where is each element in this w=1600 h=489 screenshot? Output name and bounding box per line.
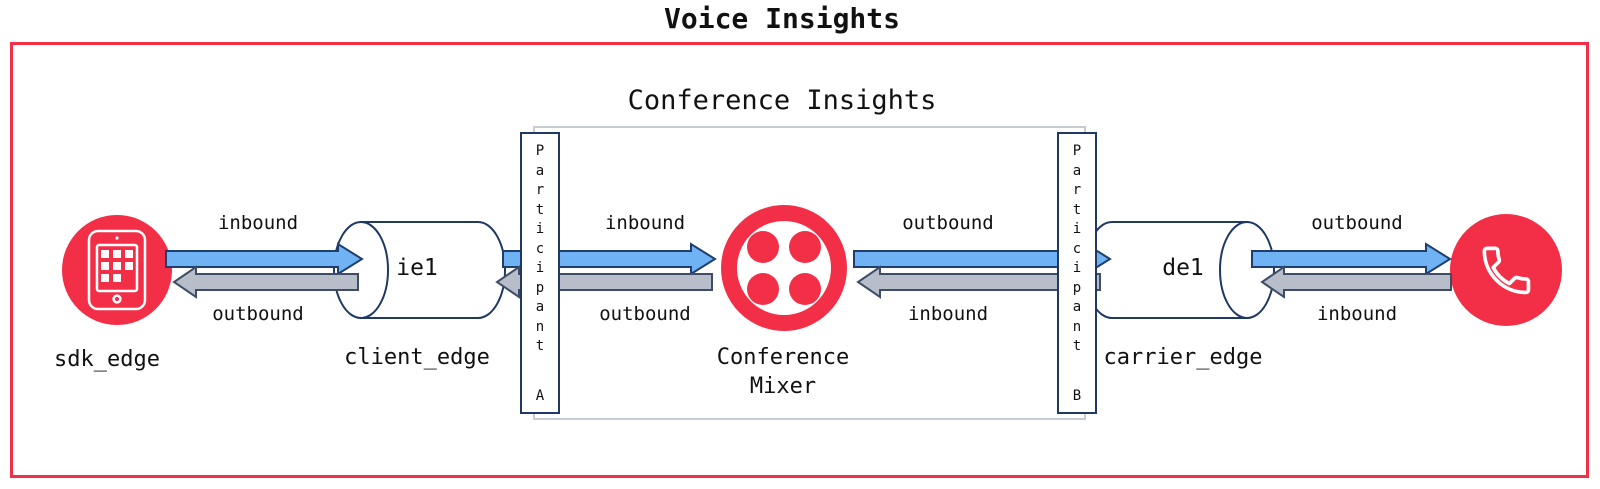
ie1-cylinder <box>333 221 506 319</box>
sdk-edge-label: sdk_edge <box>54 347 160 372</box>
tablet-keypad-icon <box>87 229 147 311</box>
inbound-arrow-carrier-to-de1 <box>1260 265 1452 299</box>
flow-label-carrier-endpoint-inbound: inbound <box>1316 303 1398 325</box>
page-title: Voice Insights <box>663 2 901 35</box>
voice-insights-border <box>10 42 1589 478</box>
flow-label-client-mixer-outbound: outbound <box>599 303 691 325</box>
ie1-label: ie1 <box>396 255 438 281</box>
de1-label: de1 <box>1162 255 1204 281</box>
flow-label-client-mixer-inbound: inbound <box>604 212 686 234</box>
conference-mixer-label-line2: Mixer <box>749 374 817 399</box>
carrier-endpoint-circle <box>1450 214 1562 326</box>
conference-mixer-label-line1: Conference <box>716 345 850 370</box>
conference-mixer-label: Conference Mixer <box>717 343 849 401</box>
flow-label-mixer-carrier-inbound: inbound <box>907 303 989 325</box>
participant-b-word: Participant <box>1072 143 1082 354</box>
twilio-logo-icon <box>721 205 847 331</box>
carrier-edge-label: carrier_edge <box>1103 345 1263 370</box>
participant-a-id: A <box>535 388 545 404</box>
flow-label-mixer-carrier-outbound: outbound <box>902 212 994 234</box>
participant-b-box: Participant B <box>1057 132 1097 414</box>
flow-label-sdk-client-outbound: outbound <box>212 303 304 325</box>
participant-a-box: Participant A <box>520 132 560 414</box>
flow-label-sdk-client-inbound: inbound <box>217 212 299 234</box>
client-edge-label: client_edge <box>344 345 490 370</box>
participant-a-word: Participant <box>535 143 545 354</box>
conference-insights-title: Conference Insights <box>627 85 937 116</box>
outbound-arrow-ie1-to-sdk <box>172 265 359 299</box>
de1-cylinder <box>1084 221 1275 319</box>
outbound-arrow-de1-to-carrier <box>1251 242 1452 276</box>
flow-label-carrier-endpoint-outbound: outbound <box>1311 212 1403 234</box>
participant-b-id: B <box>1072 388 1082 404</box>
phone-icon <box>1482 246 1531 295</box>
